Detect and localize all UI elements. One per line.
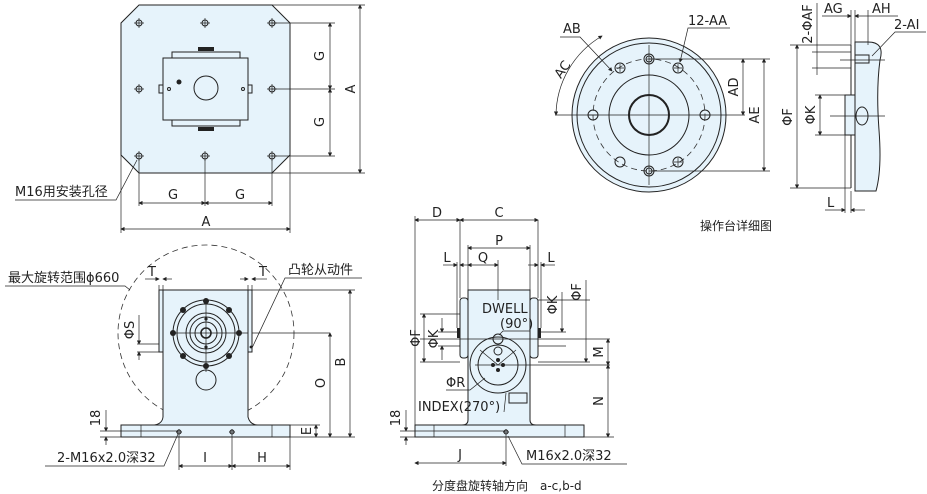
dim-l-left: L: [443, 251, 451, 266]
dim-ad: AD: [727, 78, 742, 97]
dim-f-side: ΦF: [781, 108, 796, 126]
dim-a-horizontal: A: [202, 215, 211, 230]
top-view: G G A G G A M16用安装孔径: [15, 4, 365, 233]
dim-g-left: G: [168, 188, 178, 203]
base-plate: [120, 4, 291, 174]
table-detail-caption: 操作台详细图: [700, 218, 772, 233]
dim-d: D: [432, 206, 442, 221]
dim-ah: AH: [872, 2, 891, 17]
dim-r: ΦR: [446, 376, 465, 391]
label-ab: AB: [563, 22, 581, 37]
dwell-angle: (90°): [500, 317, 533, 332]
table-detail-front: AD AE AC AB 12-AA 操作台详细图: [552, 14, 772, 233]
dim-ag: AG: [824, 2, 843, 17]
dim-t-left: T: [147, 265, 156, 280]
dim-s: ΦS: [123, 321, 138, 339]
dim-k-left: ΦK: [427, 329, 442, 348]
dim-g-lower: G: [313, 117, 328, 127]
center-bore: [193, 75, 219, 101]
dim-c: C: [494, 206, 503, 221]
dim-j: J: [457, 448, 462, 463]
mount-hole-label: M16用安装孔径: [15, 185, 108, 200]
dim-g-upper: G: [313, 51, 328, 61]
tap-hole-label-side: M16x2.0深32: [526, 449, 612, 464]
front-view: T T ΦS B O E 18 I H 2-M16x2.0深32 最大旋转范围ϕ…: [5, 244, 362, 470]
dim-b: B: [334, 358, 349, 367]
dim-n: N: [592, 396, 607, 406]
cam-follower-label: 凸轮从动件: [288, 263, 353, 278]
dim-g-right: G: [235, 188, 245, 203]
dim-l-side: L: [827, 196, 835, 211]
dim-p: P: [495, 234, 503, 249]
dim-e: E: [300, 427, 315, 435]
index-label: INDEX(270°): [418, 400, 500, 415]
dim-m: M: [592, 346, 607, 357]
side-view-caption: 分度盘旋转轴方向 a-c,b-d: [432, 478, 582, 493]
dim-2-af: 2-ΦAF: [801, 4, 816, 44]
dim-f-right: ΦF: [570, 283, 585, 301]
label-2-ai: 2-AI: [894, 18, 919, 33]
dim-a-vertical: A: [344, 84, 359, 93]
dim-l-right: L: [547, 251, 555, 266]
dim-ac: AC: [552, 58, 574, 81]
dim-f-left: ΦF: [409, 329, 424, 347]
max-rotation-label: 最大旋转范围ϕ660: [8, 271, 119, 286]
dim-k-right: ΦK: [546, 295, 561, 314]
dim-i: I: [203, 451, 207, 466]
dim-18-front: 18: [89, 410, 104, 427]
table-detail-side: ΦF ΦK 2-ΦAF AG AH 2-AI L: [781, 2, 926, 213]
dim-ae: AE: [748, 106, 763, 123]
tap-hole-label: 2-M16x2.0深32: [57, 451, 156, 466]
dim-o: O: [314, 378, 329, 388]
dim-q: Q: [478, 251, 488, 266]
dim-h: H: [257, 451, 267, 466]
dim-k-side: ΦK: [804, 105, 819, 124]
side-view: D C P Q L L ΦF ΦK ΦK ΦF M N DWELL (90°) …: [389, 206, 627, 493]
dim-18-side: 18: [389, 410, 404, 427]
label-12-aa: 12-AA: [688, 14, 727, 29]
dwell-label: DWELL: [482, 302, 528, 317]
dim-t-right: T: [258, 265, 267, 280]
